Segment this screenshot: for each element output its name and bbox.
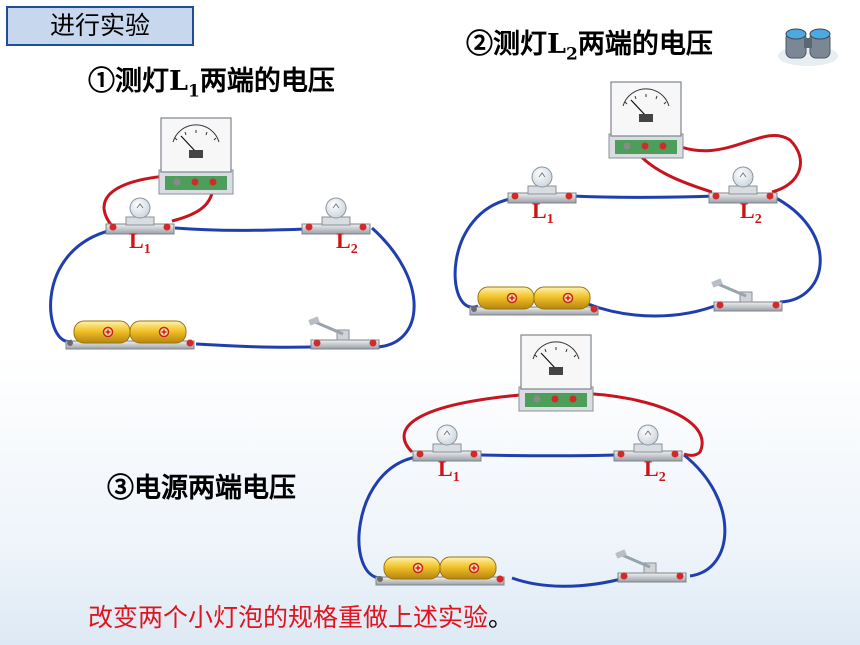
circuit-3: L1 L2 — [357, 334, 727, 588]
step1-lamp-sub: 1 — [187, 81, 200, 102]
step2-lamp: L — [547, 29, 566, 60]
voltmeter-c1 — [158, 117, 234, 195]
switch-c3 — [613, 547, 688, 584]
step3-label: ③电源两端电压 — [107, 473, 296, 504]
lamp-l2-c2-label: L2 — [740, 198, 762, 227]
red-wire-c3 — [402, 391, 704, 457]
circuit-2: L1 L2 — [453, 28, 838, 318]
battery-c3 — [375, 556, 505, 586]
battery-c2 — [469, 286, 599, 316]
blue-wire-c1-loop — [49, 226, 416, 349]
step1-prefix: ①测灯 — [88, 66, 169, 97]
battery-c1 — [65, 320, 195, 350]
switch-c1 — [306, 314, 381, 351]
step1-suffix: 两端的电压 — [199, 66, 335, 97]
step1-lamp: L — [169, 66, 188, 97]
step2-prefix: ②测灯 — [466, 29, 547, 60]
blue-wire-c2-loop — [453, 194, 822, 318]
lamp-l2-c1-label: L2 — [336, 228, 358, 257]
switch-c2 — [709, 276, 784, 313]
bottom-note: 改变两个小灯泡的规格重做上述实验。 — [88, 598, 513, 634]
lamp-l1-c2-label: L1 — [532, 198, 554, 227]
slide-title-box: 进行实验 — [6, 6, 194, 46]
step2-suffix: 两端的电压 — [577, 29, 713, 60]
binoculars-icon — [778, 28, 838, 66]
voltmeter-c3 — [518, 334, 594, 412]
blue-wire-c3-loop — [357, 453, 727, 588]
bottom-note-text: 改变两个小灯泡的规格重做上述实验 — [88, 603, 489, 632]
bottom-note-period: 。 — [488, 603, 514, 632]
voltmeter-c2 — [608, 81, 684, 159]
circuit-1: L1 L2 — [49, 117, 416, 351]
step1-label: ①测灯L1两端的电压 — [88, 59, 335, 101]
slide-title: 进行实验 — [49, 11, 150, 40]
step2-label: ②测灯L2两端的电压 — [466, 22, 713, 64]
step2-lamp-sub: 2 — [565, 44, 578, 65]
lamp-l2-c3-label: L2 — [644, 456, 666, 485]
lamp-l1-c3-label: L1 — [438, 456, 460, 485]
lamp-l1-c1-label: L1 — [129, 228, 151, 257]
